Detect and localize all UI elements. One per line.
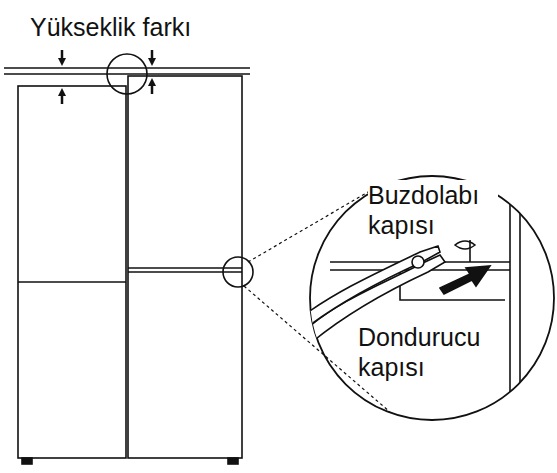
fridge-door-label: Buzdolabı kapısı [368, 180, 498, 240]
height-difference-label: Yükseklik farkı [30, 12, 290, 42]
freezer-door-label: Dondurucu kapısı [358, 322, 498, 382]
